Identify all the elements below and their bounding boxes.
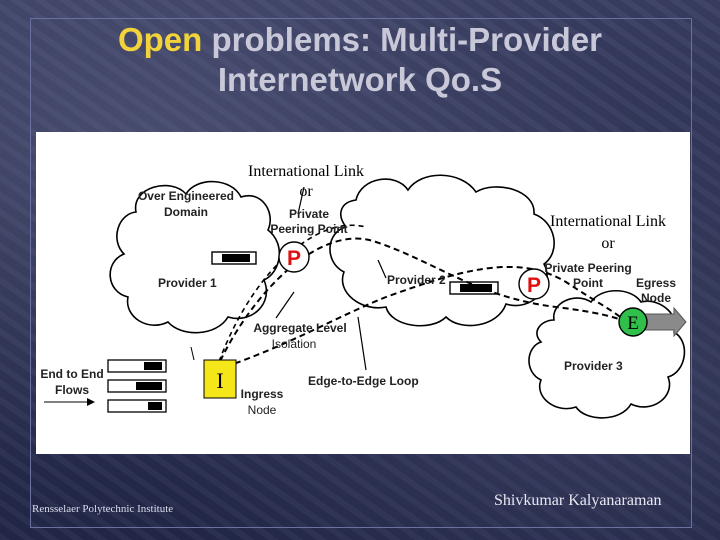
- edge-loop-label: Edge-to-Edge Loop: [308, 374, 419, 388]
- peering-point-marker-1: P: [278, 241, 310, 273]
- flows-line2: Flows: [55, 383, 89, 397]
- egress-node: E: [618, 307, 648, 337]
- international-link-1-pointer: [297, 186, 305, 215]
- title-accent-word: Open: [117, 21, 203, 58]
- footer-institution: Rensselaer Polytechnic Institute: [32, 503, 174, 515]
- router-stack-provider-2: [449, 281, 499, 295]
- network-diagram: P P E I International Link or Internatio…: [40, 163, 687, 419]
- end-to-end-flow-queues: [107, 359, 167, 413]
- ingress-line2: Node: [248, 403, 277, 417]
- router-stack-provider-1: [211, 251, 257, 265]
- title-line-2: Internetwork Qo.S: [217, 61, 503, 98]
- private-peering-2-line2: Point: [573, 276, 603, 290]
- provider-2-cloud: [329, 174, 555, 327]
- over-engineered-line1: Over Engineered: [138, 189, 234, 203]
- provider-1-cloud: [109, 180, 281, 334]
- slide-title: Open problems: Multi-Provider Internetwo…: [0, 20, 720, 100]
- provider-2-pointer: [377, 259, 387, 279]
- over-engineered-line2: Domain: [164, 205, 208, 219]
- ingress-marker-label: I: [216, 368, 223, 393]
- diagram-panel: P P E I International Link or Internatio…: [36, 132, 690, 454]
- peering-point-marker-2: P: [518, 268, 550, 300]
- international-link-1-line2: or: [299, 183, 313, 200]
- edge-loop-pointer: [357, 316, 367, 371]
- ingress-line1: Ingress: [241, 387, 284, 401]
- provider-1-label: Provider 1: [158, 276, 217, 290]
- aggregate-pointer: [275, 291, 295, 319]
- edge-to-edge-loop-path: [215, 237, 627, 371]
- international-link-2-line1: International Link: [550, 213, 666, 230]
- footer-author: Shivkumar Kalyanaraman: [494, 492, 662, 509]
- egress-line1: Egress: [636, 276, 676, 290]
- international-link-2-line2: or: [601, 235, 615, 252]
- private-peering-1-line2: Peering Point: [270, 222, 347, 236]
- egress-marker-label: E: [627, 313, 639, 334]
- ingress-pointer: [190, 346, 195, 361]
- peering-marker-1-label: P: [287, 247, 301, 270]
- provider-2-label: Provider 2: [387, 273, 446, 287]
- title-rest: problems: Multi-Provider: [202, 21, 603, 58]
- aggregate-line1: Aggregate Level: [253, 321, 346, 335]
- provider-3-label: Provider 3: [564, 359, 623, 373]
- ingress-to-peering-path: [215, 224, 367, 371]
- title-line-1: Open problems: Multi-Provider: [0, 20, 720, 60]
- ingress-node: I: [203, 359, 237, 399]
- aggregate-loop-path: [215, 265, 627, 371]
- aggregate-line2: Isolation: [272, 337, 317, 351]
- provider-3-cloud: [528, 290, 686, 419]
- slide-frame: [30, 18, 692, 528]
- egress-line2: Node: [641, 291, 671, 305]
- flows-line1: End to End: [40, 367, 103, 381]
- peering-marker-2-label: P: [527, 274, 541, 297]
- international-link-1-line1: International Link: [248, 163, 364, 180]
- private-peering-1-line1: Private: [289, 207, 329, 221]
- private-peering-2-line1: Private Peering: [544, 261, 631, 275]
